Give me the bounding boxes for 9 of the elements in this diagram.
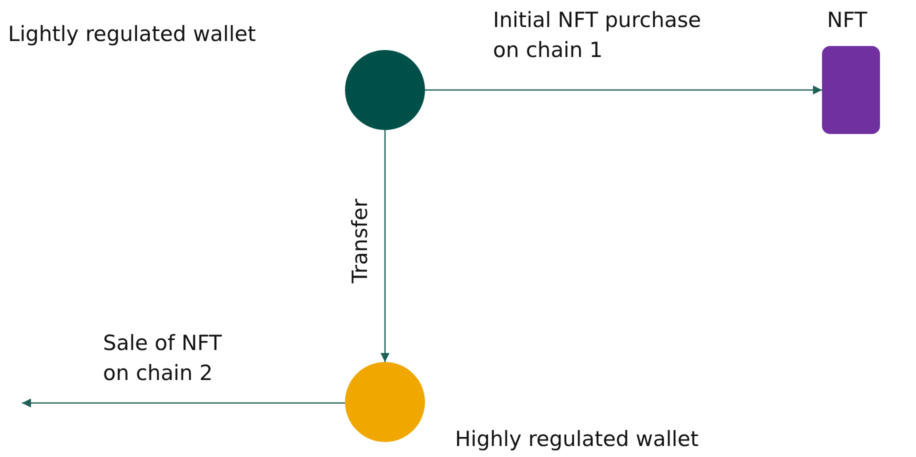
edge-label: Sale of NFT on chain 2 (103, 330, 223, 387)
arrow (22, 398, 345, 408)
wallet-caption: Lightly regulated wallet (8, 21, 256, 48)
nft-square (822, 46, 880, 134)
edge-label: Initial NFT purchase on chain 1 (493, 7, 702, 64)
node-caption: Highly regulated wallet (455, 426, 699, 453)
arrow (380, 130, 390, 362)
node-caption: NFT (827, 7, 868, 34)
arrow (425, 85, 822, 95)
